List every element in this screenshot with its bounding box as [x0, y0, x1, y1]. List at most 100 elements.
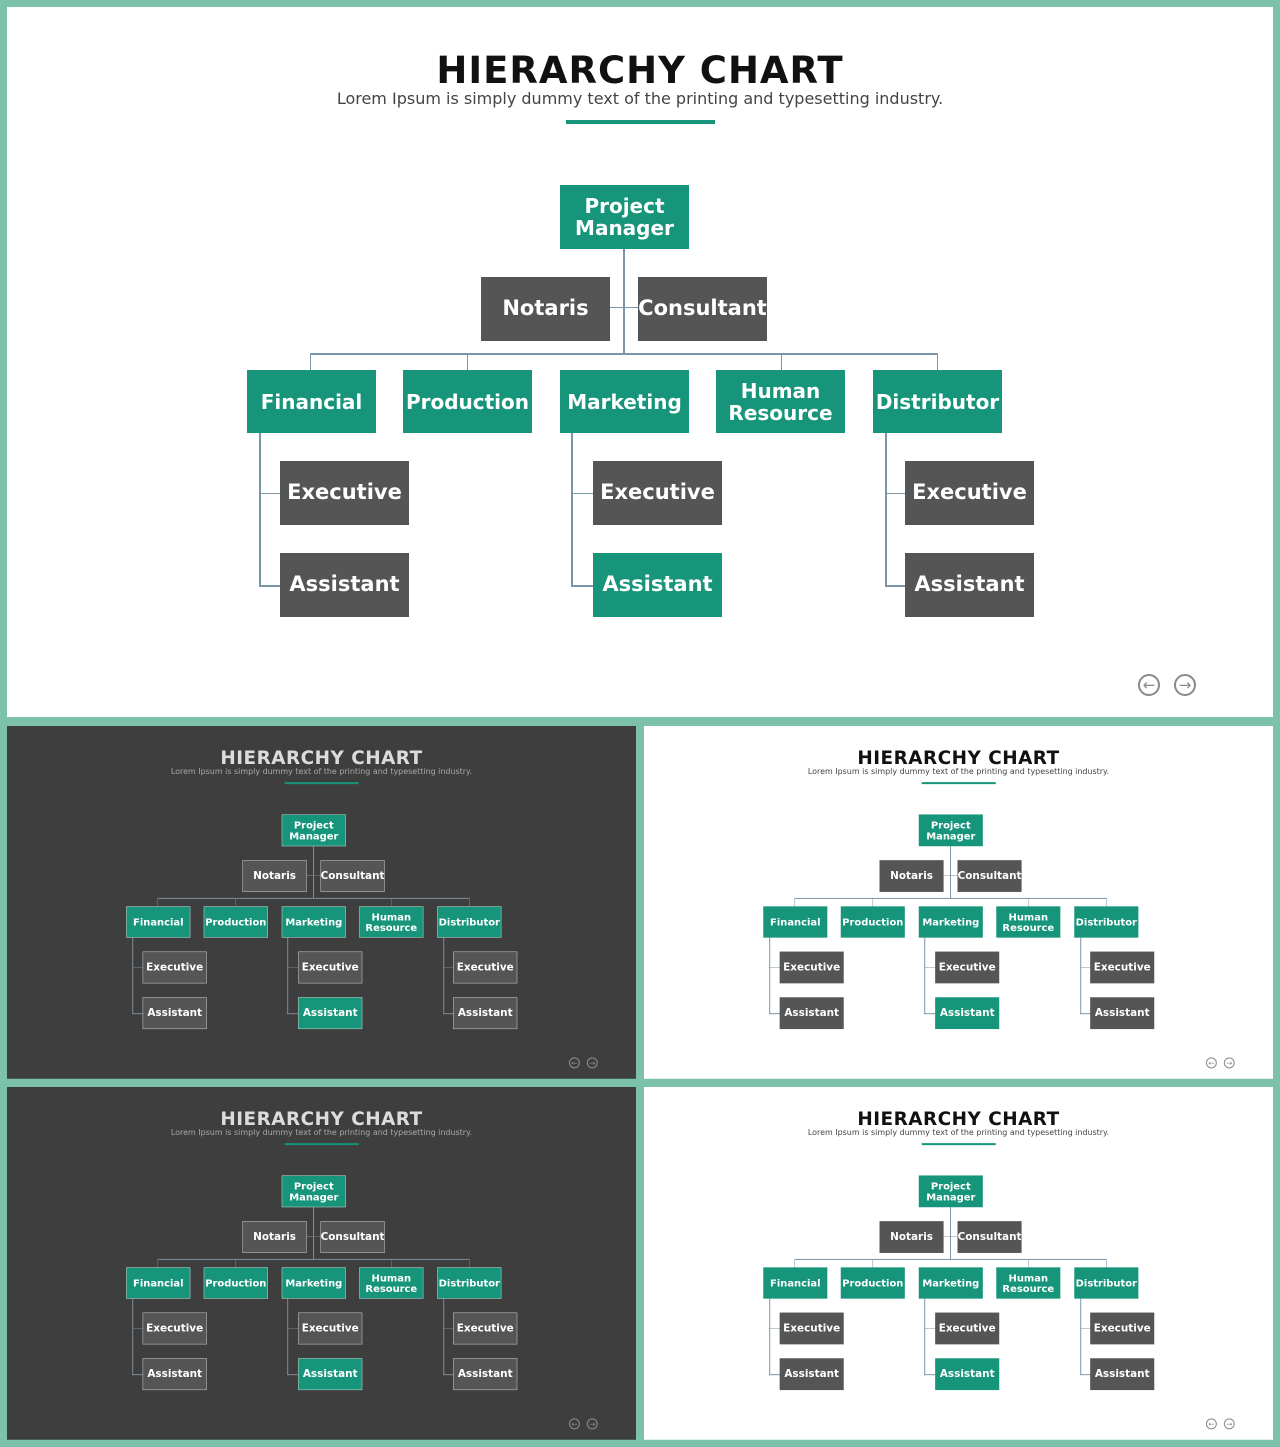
node-marketing-executive: Executive	[935, 951, 1000, 984]
node-distributor: Distributor	[1074, 906, 1139, 938]
node-human-resource: Human Resource	[996, 906, 1061, 938]
connector-line	[769, 1298, 771, 1376]
connector-line	[132, 1013, 144, 1015]
title-underline	[284, 782, 359, 785]
node-marketing-assistant: Assistant	[935, 997, 1000, 1030]
arrow-right-circle-icon[interactable]: →	[586, 1418, 598, 1430]
node-distributor-assistant: Assistant	[1090, 997, 1155, 1030]
node-human-resource: Human Resource	[996, 1267, 1061, 1299]
node-marketing-assistant: Assistant	[298, 997, 363, 1030]
connector-line	[259, 585, 281, 587]
slide-thumbnail[interactable]: HIERARCHY CHART Lorem Ipsum is simply du…	[7, 1087, 636, 1440]
node-project-manager: Project Manager	[918, 814, 983, 847]
connector-line	[132, 937, 134, 1015]
node-notaris: Notaris	[879, 1221, 944, 1253]
connector-line	[157, 1258, 470, 1260]
connector-line	[885, 493, 907, 494]
connector-line	[885, 433, 887, 587]
slide-thumbnail[interactable]: HIERARCHY CHART Lorem Ipsum is simply du…	[7, 726, 636, 1079]
title-underline	[284, 1143, 359, 1146]
node-marketing-executive: Executive	[298, 1312, 363, 1345]
connector-line	[287, 1013, 299, 1015]
connector-line	[924, 1374, 936, 1376]
connector-line	[443, 937, 445, 1015]
node-marketing-executive: Executive	[298, 951, 363, 984]
slide-subtitle: Lorem Ipsum is simply dummy text of the …	[644, 767, 1273, 776]
node-financial-assistant: Assistant	[142, 1358, 207, 1391]
connector-line	[310, 353, 311, 371]
node-financial: Financial	[126, 906, 191, 938]
slide-title: HIERARCHY CHART	[436, 49, 844, 92]
arrow-left-circle-icon[interactable]: ←	[1138, 674, 1160, 696]
node-production: Production	[203, 1267, 268, 1299]
arrow-left-circle-icon[interactable]: ←	[568, 1057, 580, 1069]
arrow-right-circle-icon[interactable]: →	[586, 1057, 598, 1069]
title-underline	[921, 782, 996, 785]
node-project-manager: Project Manager	[918, 1175, 983, 1208]
connector-line	[287, 1374, 299, 1376]
node-financial-assistant: Assistant	[280, 553, 409, 617]
node-financial-assistant: Assistant	[779, 997, 844, 1030]
node-production: Production	[840, 1267, 905, 1299]
connector-line	[259, 433, 261, 587]
slide-thumbnail[interactable]: HIERARCHY CHART Lorem Ipsum is simply du…	[644, 726, 1273, 1079]
node-notaris: Notaris	[481, 277, 610, 341]
node-production: Production	[840, 906, 905, 938]
node-distributor-assistant: Assistant	[453, 997, 518, 1030]
connector-line	[950, 1207, 952, 1260]
node-financial-executive: Executive	[142, 1312, 207, 1345]
connector-line	[313, 846, 315, 899]
connector-line	[781, 353, 782, 371]
connector-line	[950, 846, 952, 899]
slide-subtitle: Lorem Ipsum is simply dummy text of the …	[336, 89, 944, 108]
connector-line	[443, 1374, 455, 1376]
node-marketing: Marketing	[281, 906, 346, 938]
node-production: Production	[403, 370, 532, 433]
node-marketing: Marketing	[918, 906, 983, 938]
slide-canvas: HIERARCHY CHART Lorem Ipsum is simply du…	[7, 7, 1273, 717]
node-financial-executive: Executive	[280, 461, 409, 525]
arrow-right-circle-icon[interactable]: →	[1223, 1418, 1235, 1430]
slide-thumbnail[interactable]: HIERARCHY CHART Lorem Ipsum is simply du…	[644, 1087, 1273, 1440]
connector-line	[571, 433, 573, 587]
node-consultant: Consultant	[957, 860, 1022, 892]
connector-line	[794, 1258, 1107, 1260]
node-marketing-executive: Executive	[593, 461, 722, 525]
node-production: Production	[203, 906, 268, 938]
node-marketing: Marketing	[560, 370, 689, 433]
arrow-left-circle-icon[interactable]: ←	[568, 1418, 580, 1430]
node-distributor-assistant: Assistant	[1090, 1358, 1155, 1391]
connector-line	[287, 1298, 289, 1376]
title-underline	[566, 120, 715, 124]
node-marketing: Marketing	[281, 1267, 346, 1299]
arrow-left-circle-icon[interactable]: ←	[1205, 1057, 1217, 1069]
arrow-right-circle-icon[interactable]: →	[1174, 674, 1196, 696]
node-human-resource: Human Resource	[359, 1267, 424, 1299]
slide-main: HIERARCHY CHART Lorem Ipsum is simply du…	[7, 7, 1273, 717]
node-distributor-executive: Executive	[453, 951, 518, 984]
node-marketing-assistant: Assistant	[298, 1358, 363, 1391]
node-project-manager: Project Manager	[281, 814, 346, 847]
connector-line	[610, 307, 638, 308]
node-marketing: Marketing	[918, 1267, 983, 1299]
node-distributor-executive: Executive	[453, 1312, 518, 1345]
node-consultant: Consultant	[320, 860, 385, 892]
node-notaris: Notaris	[879, 860, 944, 892]
node-distributor: Distributor	[437, 906, 502, 938]
node-distributor: Distributor	[437, 1267, 502, 1299]
arrow-left-circle-icon[interactable]: ←	[1205, 1418, 1217, 1430]
slide-subtitle: Lorem Ipsum is simply dummy text of the …	[170, 766, 473, 777]
slide-title: HIERARCHY CHART	[644, 747, 1273, 768]
connector-line	[769, 1013, 781, 1015]
slide-title: HIERARCHY CHART	[644, 1108, 1273, 1129]
connector-line	[571, 585, 593, 587]
node-human-resource: Human Resource	[359, 906, 424, 938]
connector-line	[310, 353, 938, 355]
connector-line	[769, 1374, 781, 1376]
slide-title: HIERARCHY CHART	[220, 746, 423, 769]
node-human-resource: Human Resource	[716, 370, 845, 433]
node-distributor: Distributor	[873, 370, 1002, 433]
node-distributor-executive: Executive	[1090, 951, 1155, 984]
slide-title: HIERARCHY CHART	[7, 1108, 636, 1129]
arrow-right-circle-icon[interactable]: →	[1223, 1057, 1235, 1069]
